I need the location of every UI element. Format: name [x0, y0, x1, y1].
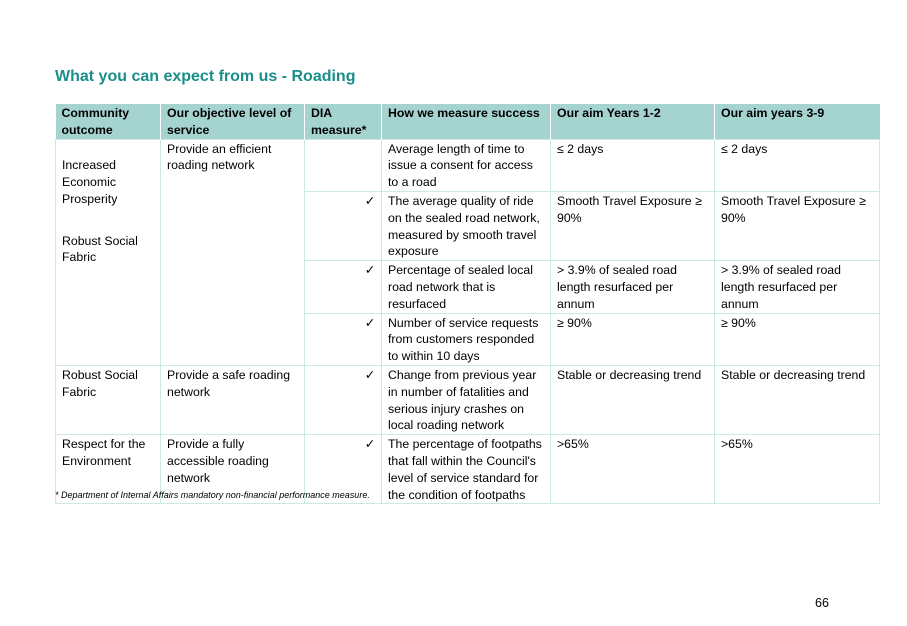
aim-years-3-9-cell: ≥ 90%: [714, 312, 880, 366]
objective-service-cell: Provide an efficient roading network: [160, 138, 305, 366]
dia-measure-cell: ✓: [304, 312, 382, 366]
measure-cell: Average length of time to issue a consen…: [381, 138, 551, 192]
header-how-we-measure: How we measure success: [381, 104, 551, 140]
aim-years-3-9-cell: > 3.9% of sealed road length resurfaced …: [714, 260, 880, 314]
header-objective-level-of-service: Our objective level of service: [160, 104, 305, 140]
outcome-label: Increased Economic Prosperity: [62, 158, 118, 206]
aim-years-1-2-cell: >65%: [550, 434, 715, 505]
aim-years-3-9-cell: >65%: [714, 434, 880, 505]
aim-years-1-2-cell: ≤ 2 days: [550, 138, 715, 192]
community-outcome-cell: Robust Social Fabric: [55, 364, 161, 436]
measure-cell: The average quality of ride on the seale…: [381, 190, 551, 262]
footnote: * Department of Internal Affairs mandato…: [55, 490, 370, 500]
header-aim-years-1-2: Our aim Years 1-2: [550, 104, 715, 140]
section-title: What you can expect from us - Roading: [55, 68, 356, 85]
dia-measure-cell: ✓: [304, 434, 382, 505]
community-outcome-cell: Increased Economic Prosperity Robust Soc…: [55, 138, 161, 366]
measure-cell: Number of service requests from customer…: [381, 312, 551, 366]
table-row: ✓ Number of service requests from custom…: [56, 312, 880, 366]
aim-years-1-2-cell: > 3.9% of sealed road length resurfaced …: [550, 260, 715, 314]
table-row: ✓ Percentage of sealed local road networ…: [56, 260, 880, 314]
header-aim-years-3-9: Our aim years 3-9: [714, 104, 880, 140]
outcome-label: Robust Social Fabric: [62, 233, 138, 265]
aim-years-1-2-cell: Stable or decreasing trend: [550, 364, 715, 436]
dia-measure-cell: ✓: [304, 364, 382, 436]
header-dia-measure: DIA measure*: [304, 104, 382, 140]
dia-measure-cell: ✓: [304, 260, 382, 314]
table-row: ✓ The average quality of ride on the sea…: [56, 190, 880, 262]
performance-table: Community outcome Our objective level of…: [55, 104, 880, 505]
dia-measure-cell: ✓: [304, 190, 382, 262]
measure-cell: Change from previous year in number of f…: [381, 364, 551, 436]
objective-service-cell: Provide a fully accessible roading netwo…: [160, 434, 305, 505]
measure-cell: Percentage of sealed local road network …: [381, 260, 551, 314]
measure-cell: The percentage of footpaths that fall wi…: [381, 434, 551, 505]
page-number: 66: [815, 596, 829, 610]
objective-service-cell: Provide a safe roading network: [160, 364, 305, 436]
table-row: Respect for the Environment Provide a fu…: [55, 434, 880, 505]
aim-years-3-9-cell: Stable or decreasing trend: [714, 364, 880, 436]
aim-years-1-2-cell: ≥ 90%: [550, 312, 715, 366]
table-row: Robust Social Fabric Provide a safe road…: [55, 364, 880, 436]
table-row: Increased Economic Prosperity Robust Soc…: [55, 138, 880, 366]
dia-measure-cell: [304, 138, 382, 192]
aim-years-3-9-cell: ≤ 2 days: [714, 138, 880, 192]
header-community-outcome: Community outcome: [55, 104, 161, 140]
aim-years-3-9-cell: Smooth Travel Exposure ≥ 90%: [714, 190, 880, 262]
table-header-row: Community outcome Our objective level of…: [55, 104, 880, 140]
aim-years-1-2-cell: Smooth Travel Exposure ≥ 90%: [550, 190, 715, 262]
